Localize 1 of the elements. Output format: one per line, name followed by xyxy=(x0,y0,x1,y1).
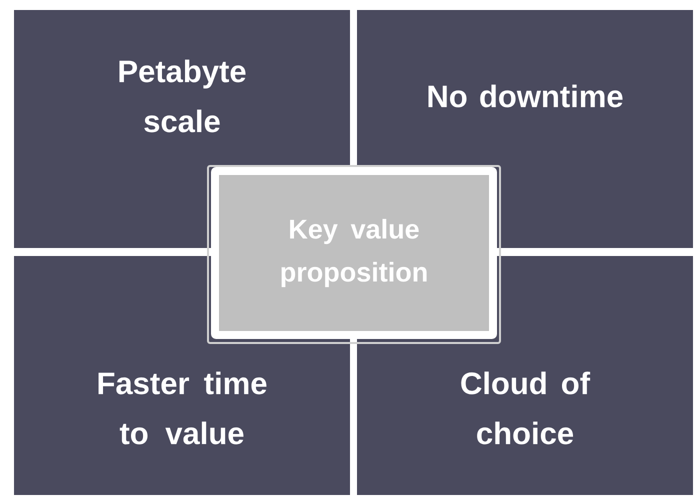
key-value-box: Key value proposition xyxy=(207,165,501,344)
